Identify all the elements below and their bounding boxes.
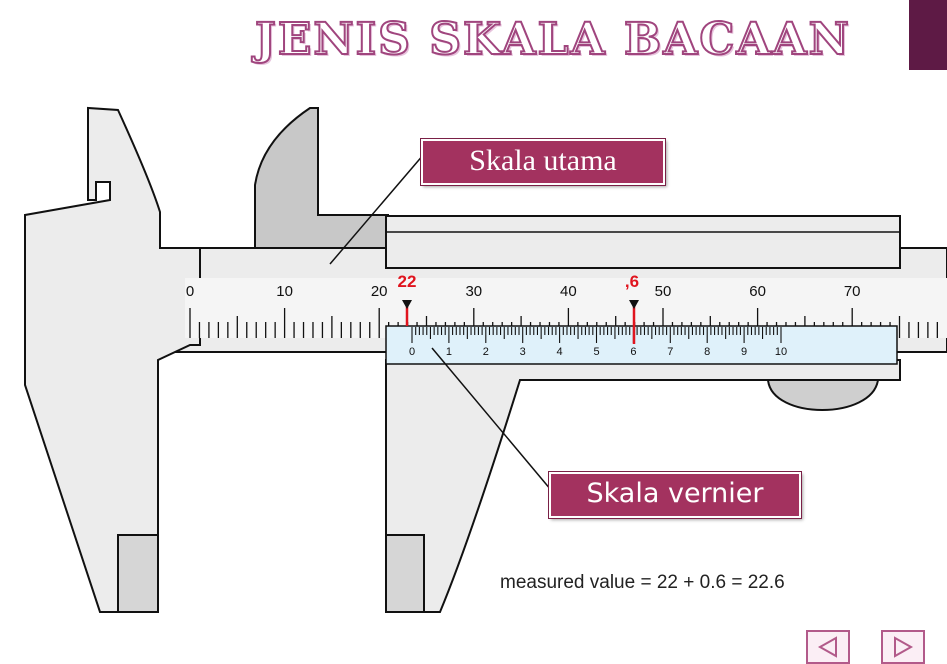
- vernier-window: [385, 325, 898, 365]
- vernier-caliper-diagram: 0 10 20 30 40 50 60 70 0 1 2 3 4 5 6 7 8 9 10 22 ,6: [24, 106, 947, 613]
- main-scale-label: 50: [655, 283, 672, 300]
- slider-top-bar: [385, 215, 901, 269]
- prev-slide-button[interactable]: [806, 630, 850, 664]
- vernier-scale-label: 4: [557, 346, 563, 358]
- fixed-jaw: [24, 106, 201, 613]
- vernier-scale-label: 9: [741, 346, 747, 358]
- measured-value-formula: measured value = 22 + 0.6 = 22.6: [500, 572, 785, 593]
- main-reading-arrow-icon: [402, 300, 412, 309]
- vernier-scale-label: 2: [483, 346, 489, 358]
- vernier-reading-arrow-icon: [629, 300, 639, 309]
- thumb-wheel: [766, 379, 880, 411]
- main-scale-labels: 0 10 20 30 40 50 60 70: [186, 283, 861, 300]
- vernier-scale-label: 1: [446, 346, 452, 358]
- vernier-scale-label: 6: [630, 346, 636, 358]
- main-scale-leader: [329, 153, 425, 265]
- fixed-jaw-groove: [117, 534, 159, 613]
- triangle-right-icon: [894, 636, 914, 658]
- vernier-scale-labels: 0 1 2 3 4 5 6 7 8 9 10: [409, 346, 787, 358]
- vernier-scale-label: 7: [667, 346, 673, 358]
- next-slide-button[interactable]: [881, 630, 925, 664]
- vernier-scale-label: 8: [704, 346, 710, 358]
- main-scale-label: 30: [465, 283, 482, 300]
- triangle-left-icon: [817, 636, 837, 658]
- lower-movable-jaw: [385, 359, 901, 613]
- main-scale-label: 60: [749, 283, 766, 300]
- vernier-scale-leader: [431, 347, 552, 491]
- vernier-scale-ticks: [411, 327, 782, 343]
- main-scale-label: 40: [560, 283, 577, 300]
- lower-movable-jaw-groove: [385, 534, 425, 613]
- main-scale-label: 0: [186, 283, 194, 300]
- vernier-scale-label: 3: [520, 346, 526, 358]
- page-title: JENIS SKALA BACAAN: [254, 13, 851, 66]
- main-scale-label: 10: [276, 283, 293, 300]
- vernier-scale-label: 10: [775, 346, 787, 358]
- vernier-scale-label: 5: [593, 346, 599, 358]
- main-scale-callout: Skala utama: [420, 138, 666, 186]
- vernier-scale-callout: Skala vernier: [548, 471, 802, 519]
- vernier-scale-label: 0: [409, 346, 415, 358]
- corner-decoration: [909, 0, 947, 70]
- vernier-reading-value: ,6: [625, 272, 639, 291]
- upper-movable-jaw: [254, 107, 389, 249]
- main-scale-label: 20: [371, 283, 388, 300]
- main-scale-label: 70: [844, 283, 861, 300]
- main-reading-value: 22: [398, 272, 417, 291]
